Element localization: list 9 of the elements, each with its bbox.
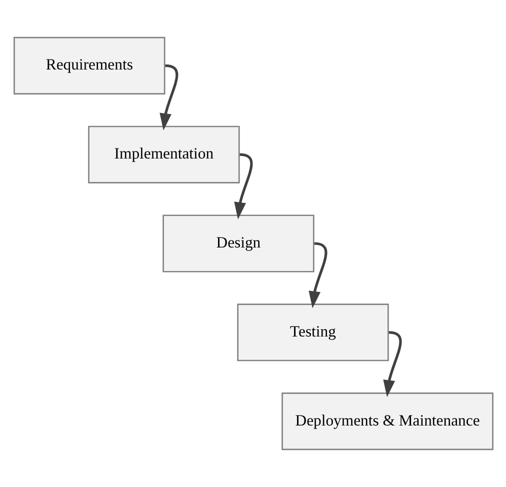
node-box: Design	[162, 214, 314, 272]
arrow	[308, 242, 327, 308]
arrow	[234, 153, 252, 220]
node-box: Testing	[236, 304, 388, 362]
arrow	[159, 64, 178, 130]
node-box: Implementation	[88, 126, 240, 184]
node-box: Deployments & Maintenance	[281, 392, 493, 450]
arrow	[382, 331, 402, 398]
node-box: Requirements	[13, 36, 165, 94]
